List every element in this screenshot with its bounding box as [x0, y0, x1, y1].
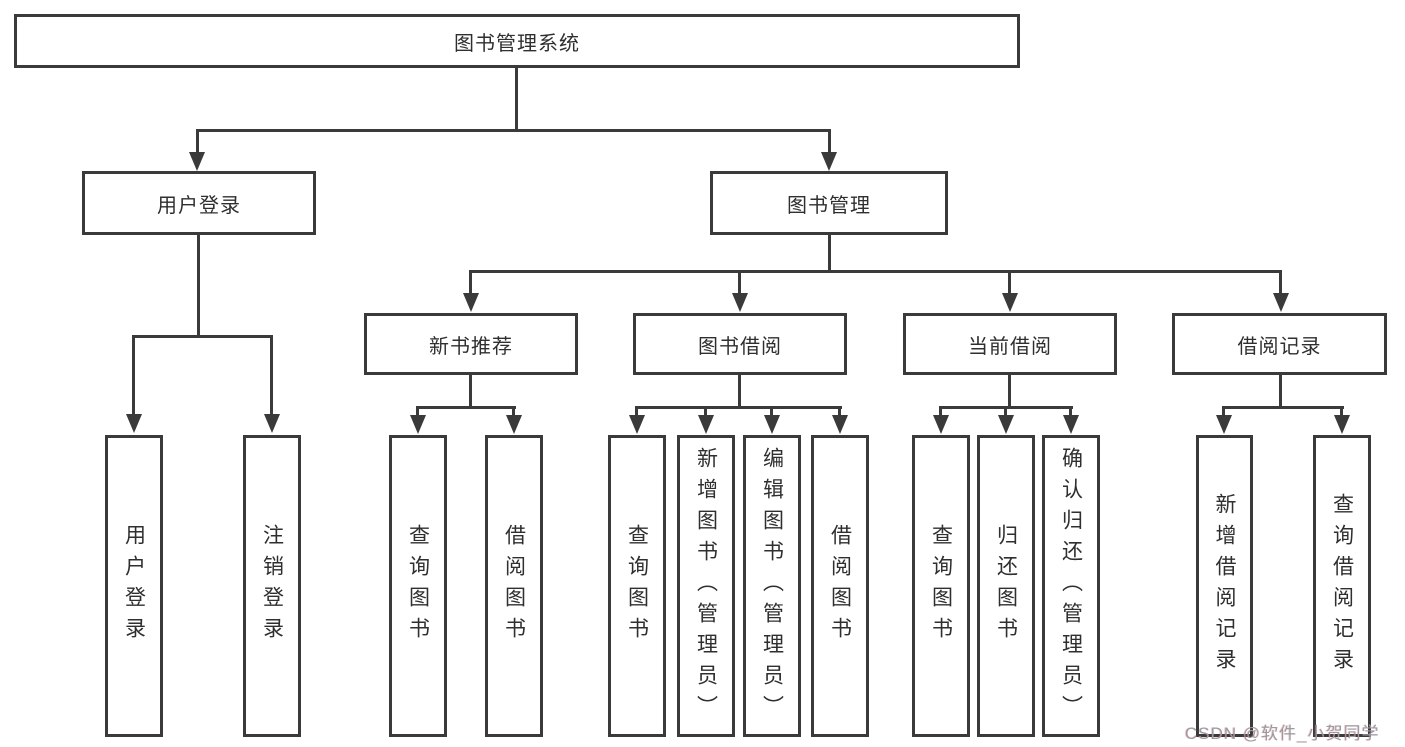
arrow-down-icon [126, 414, 142, 433]
arrow-down-icon [463, 293, 479, 312]
leaf-add-borrow-record: 新增借阅记录 [1196, 435, 1253, 737]
connector-line [738, 270, 741, 295]
node-label: 借阅图书 [502, 524, 526, 648]
connector-line [635, 406, 638, 417]
connector-line [196, 129, 199, 155]
connector-line [469, 375, 472, 408]
node-label: 新增图书（管理员） [694, 446, 718, 726]
connector-line [1279, 375, 1282, 408]
connector-line [417, 406, 516, 409]
connector-line [512, 406, 515, 417]
arrow-down-icon [1216, 415, 1232, 434]
arrow-down-icon [764, 415, 780, 434]
leaf-query-book-borrow: 查询图书 [608, 435, 666, 737]
connector-line [132, 335, 135, 416]
arrow-down-icon [933, 415, 949, 434]
node-new-book-recommend: 新书推荐 [364, 313, 578, 375]
arrow-down-icon [1273, 293, 1289, 312]
connector-line [770, 406, 773, 417]
node-label: 用户登录 [157, 194, 241, 217]
node-user-login: 用户登录 [82, 171, 316, 235]
arrow-down-icon [1002, 293, 1018, 312]
node-label: 注销登录 [260, 524, 284, 648]
node-label: 查询图书 [406, 524, 430, 648]
leaf-user-login: 用户登录 [105, 435, 163, 737]
connector-line [1279, 270, 1282, 295]
connector-line [270, 335, 273, 416]
node-current-borrow: 当前借阅 [903, 313, 1117, 375]
node-book-management: 图书管理 [710, 171, 948, 235]
connector-line [469, 270, 472, 295]
connector-line [1222, 406, 1225, 417]
node-label: 图书借阅 [698, 335, 782, 358]
arrow-down-icon [410, 415, 426, 434]
connector-line [838, 406, 841, 417]
leaf-edit-book-admin: 编辑图书（管理员） [743, 435, 801, 737]
leaf-query-book-current: 查询图书 [912, 435, 970, 737]
connector-line [515, 68, 518, 131]
leaf-return-book: 归还图书 [977, 435, 1035, 737]
node-label: 新书推荐 [429, 335, 513, 358]
connector-line [738, 375, 741, 408]
arrow-down-icon [506, 415, 522, 434]
node-label: 借阅记录 [1237, 335, 1322, 358]
connector-line [1223, 406, 1344, 409]
node-label: 归还图书 [994, 524, 1018, 648]
arrow-down-icon [698, 415, 714, 434]
connector-line [197, 235, 200, 337]
connector-line [828, 235, 831, 272]
arrow-down-icon [264, 414, 280, 433]
arrow-down-icon [732, 293, 748, 312]
connector-line [828, 129, 831, 155]
node-label: 编辑图书（管理员） [760, 446, 784, 726]
leaf-logout: 注销登录 [243, 435, 301, 737]
leaf-confirm-return-admin: 确认归还（管理员） [1042, 435, 1100, 737]
connector-line [133, 335, 273, 338]
arrow-down-icon [832, 415, 848, 434]
node-label: 当前借阅 [968, 335, 1052, 358]
connector-line [1069, 406, 1072, 417]
node-label: 用户登录 [122, 524, 146, 648]
connector-line [1008, 270, 1011, 295]
node-label: 查询图书 [625, 524, 649, 648]
node-label: 查询图书 [929, 524, 953, 648]
connector-line [470, 270, 1282, 273]
leaf-query-book-recommend: 查询图书 [389, 435, 447, 737]
leaf-query-borrow-record: 查询借阅记录 [1313, 435, 1371, 737]
node-label: 确认归还（管理员） [1059, 446, 1083, 726]
node-library-management-system: 图书管理系统 [14, 14, 1020, 68]
connector-line [704, 406, 707, 417]
node-borrow-record: 借阅记录 [1172, 313, 1387, 375]
arrow-down-icon [998, 415, 1014, 434]
leaf-borrow-book: 借阅图书 [811, 435, 869, 737]
leaf-add-book-admin: 新增图书（管理员） [677, 435, 735, 737]
arrow-down-icon [1334, 415, 1350, 434]
connector-line [1004, 406, 1007, 417]
connector-line [1008, 375, 1011, 408]
arrow-down-icon [821, 152, 837, 171]
node-book-borrow: 图书借阅 [633, 313, 847, 375]
connector-line [1340, 406, 1343, 417]
connector-line [636, 406, 842, 409]
connector-line [197, 129, 831, 132]
arrow-down-icon [1063, 415, 1079, 434]
arrow-down-icon [189, 152, 205, 171]
leaf-borrow-book-recommend: 借阅图书 [485, 435, 543, 737]
csdn-watermark: CSDN @软件_小贺同学 [1185, 724, 1380, 743]
node-label: 查询借阅记录 [1330, 493, 1354, 679]
node-label: 图书管理 [787, 194, 871, 217]
connector-line [416, 406, 419, 417]
node-label: 图书管理系统 [454, 32, 580, 55]
node-label: 新增借阅记录 [1213, 493, 1236, 679]
arrow-down-icon [629, 415, 645, 434]
connector-line [939, 406, 942, 417]
node-label: 借阅图书 [828, 524, 852, 648]
